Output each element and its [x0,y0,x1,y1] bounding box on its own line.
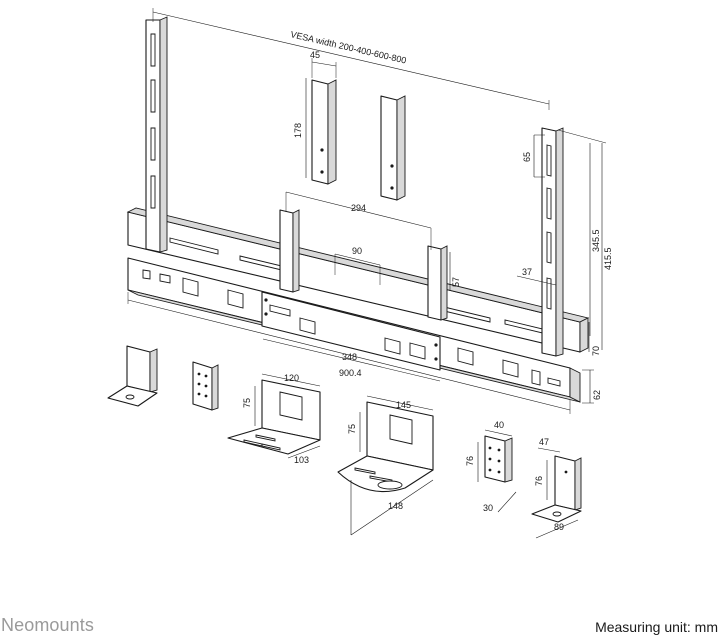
center-plate [261,291,441,371]
dim-label-lbracket-depth: 89 [554,522,564,532]
vesa-adapter-strip-1 [311,79,337,185]
dim-label-lbracket-width: 47 [539,437,549,447]
dim-label-lbracket-height: 76 [534,476,544,486]
dim-label-arm-height-1: 345.5 [591,229,601,252]
dim-label-bracket-height: 57 [451,277,461,287]
dim-label-shelf-large-depth: 148 [388,501,403,511]
dim-label-inner-width: 348 [342,352,357,362]
slotted-plate [192,361,219,411]
dim-label-adapter-width: 45 [310,50,320,60]
small-shelf [227,379,321,455]
dim-label-arm-width: 37 [522,267,532,277]
dim-label-plate-width: 40 [494,420,504,430]
small-shelf-dims [254,373,321,459]
dim-label-adapter-height: 178 [293,123,303,138]
dim-label-arm-height-2: 415.5 [603,247,613,270]
adapter-plate [484,435,513,483]
corner-bracket [107,345,158,407]
dim-label-shelf-small-width: 120 [284,373,299,383]
l-bracket [531,455,582,523]
dim-label-shelf-large-width: 145 [396,400,411,410]
l-bracket-dims [535,447,579,539]
dim-label-plate-depth: 30 [483,503,493,513]
large-shelf [337,401,434,493]
dim-label-bar-height-1: 70 [591,346,601,356]
large-shelf-dims [350,395,434,536]
dim-label-slot-spacing: 65 [522,152,532,162]
dim-label-total-width: 900.4 [339,368,362,378]
dim-label-shelf-large-height: 75 [347,424,357,434]
dim-label-shelf-small-height: 75 [242,398,252,408]
adapter-plate-dims [477,429,517,513]
vertical-arm-left [145,16,168,253]
dim-label-slot-gap: 90 [352,246,362,256]
dim-label-vesa-width: VESA width 200-400-600-800 [290,29,408,65]
brand-logo: Neomounts [1,615,94,635]
dimension-lines [127,8,607,414]
dim-label-center-spacing: 294 [351,203,366,213]
vertical-arm-right [541,127,564,357]
dim-label-plate-height: 76 [465,456,475,466]
dim-label-bar-height-2: 62 [592,390,602,400]
measuring-unit-note: Measuring unit: mm [595,619,718,635]
dim-label-shelf-small-depth: 103 [294,455,309,465]
vesa-adapter-strip-2 [380,95,406,201]
center-brackets [279,209,448,321]
